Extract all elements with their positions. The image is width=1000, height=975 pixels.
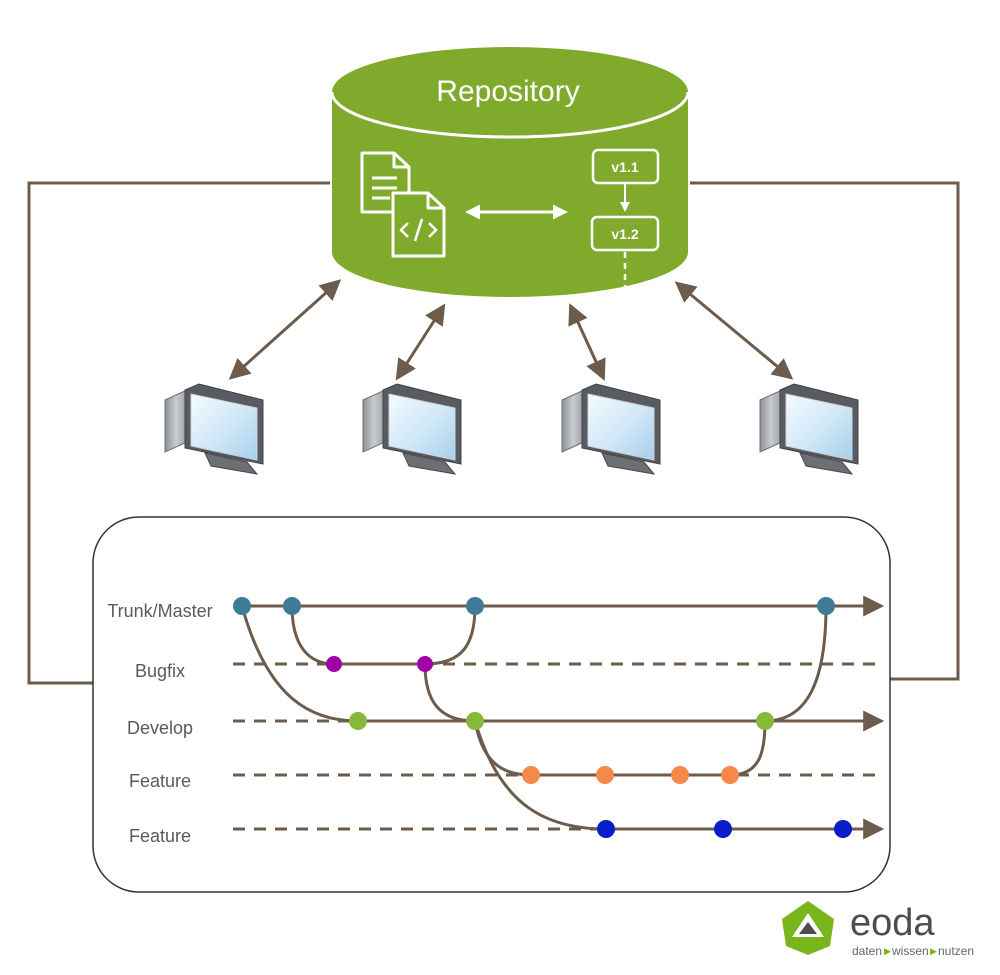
version-box-1 (591, 148, 660, 185)
right-loop-connector (690, 181, 960, 681)
feature-2-commits (597, 820, 852, 838)
commit-node (714, 820, 732, 838)
computer-icon (759, 383, 859, 475)
computer-icon (561, 383, 661, 475)
feature-1-commits (522, 766, 739, 784)
commit-node (283, 597, 301, 615)
branch-label-bugfix: Bugfix (135, 661, 185, 681)
commit-node (466, 597, 484, 615)
eoda-tagline: daten ▶ wissen ▶ nutzen (852, 944, 974, 958)
commit-node (233, 597, 251, 615)
code-file-icon (391, 191, 446, 258)
feedback-loop (27, 181, 960, 685)
eoda-logo-mark-icon (782, 901, 834, 955)
commit-node (466, 712, 484, 730)
commit-node (522, 766, 540, 784)
client-arrow-3 (568, 303, 606, 381)
bugfix-to-develop-curve (423, 663, 476, 723)
develop-to-trunk-curve (764, 605, 828, 723)
commit-node (721, 766, 739, 784)
repository-cylinder: Repository v1.1 v1.2 (330, 47, 690, 297)
left-loop-connector (27, 181, 330, 685)
tagline-word-2: wissen (891, 944, 929, 958)
branching-panel-frame (92, 516, 891, 893)
client-arrow-2 (395, 303, 446, 381)
branch-label-feature-2: Feature (129, 826, 191, 846)
commit-node (834, 820, 852, 838)
branching-panel: Trunk/Master Bugfix Develop Feature Feat… (92, 516, 891, 893)
tagline-separator-icon: ▶ (930, 947, 937, 957)
clients (164, 383, 859, 475)
commit-node (326, 656, 342, 672)
commit-node (596, 766, 614, 784)
version-label-1: v1.1 (611, 159, 638, 175)
client-arrow-4 (674, 281, 794, 380)
tagline-word-1: daten (852, 944, 882, 958)
repository-rim (330, 91, 690, 139)
computer-icon (164, 383, 264, 475)
commit-node (417, 656, 433, 672)
version-label-2: v1.2 (611, 226, 638, 242)
bugfix-to-trunk-curve (424, 605, 477, 666)
eoda-logo-text: eoda (850, 902, 935, 944)
tagline-separator-icon: ▶ (884, 947, 891, 957)
trunk-to-develop-curve (240, 605, 359, 723)
eoda-logo: eoda daten ▶ wissen ▶ nutzen (782, 901, 974, 958)
version-box-2 (590, 215, 660, 252)
trunk-commits (233, 597, 835, 615)
branch-label-feature-1: Feature (129, 771, 191, 791)
bugfix-commits (326, 656, 433, 672)
tagline-word-3: nutzen (938, 944, 974, 958)
branch-label-trunk: Trunk/Master (107, 601, 212, 621)
develop-commits (349, 712, 774, 730)
commit-node (597, 820, 615, 838)
client-arrow-1 (228, 279, 342, 380)
repository-title: Repository (436, 75, 579, 108)
commit-node (671, 766, 689, 784)
commit-node (756, 712, 774, 730)
commit-node (817, 597, 835, 615)
develop-to-feature-2-curve (473, 720, 607, 831)
branch-label-develop: Develop (127, 718, 193, 738)
branch-lines (240, 595, 885, 840)
computer-icon (362, 383, 462, 475)
client-connections (228, 279, 794, 381)
commit-node (349, 712, 367, 730)
